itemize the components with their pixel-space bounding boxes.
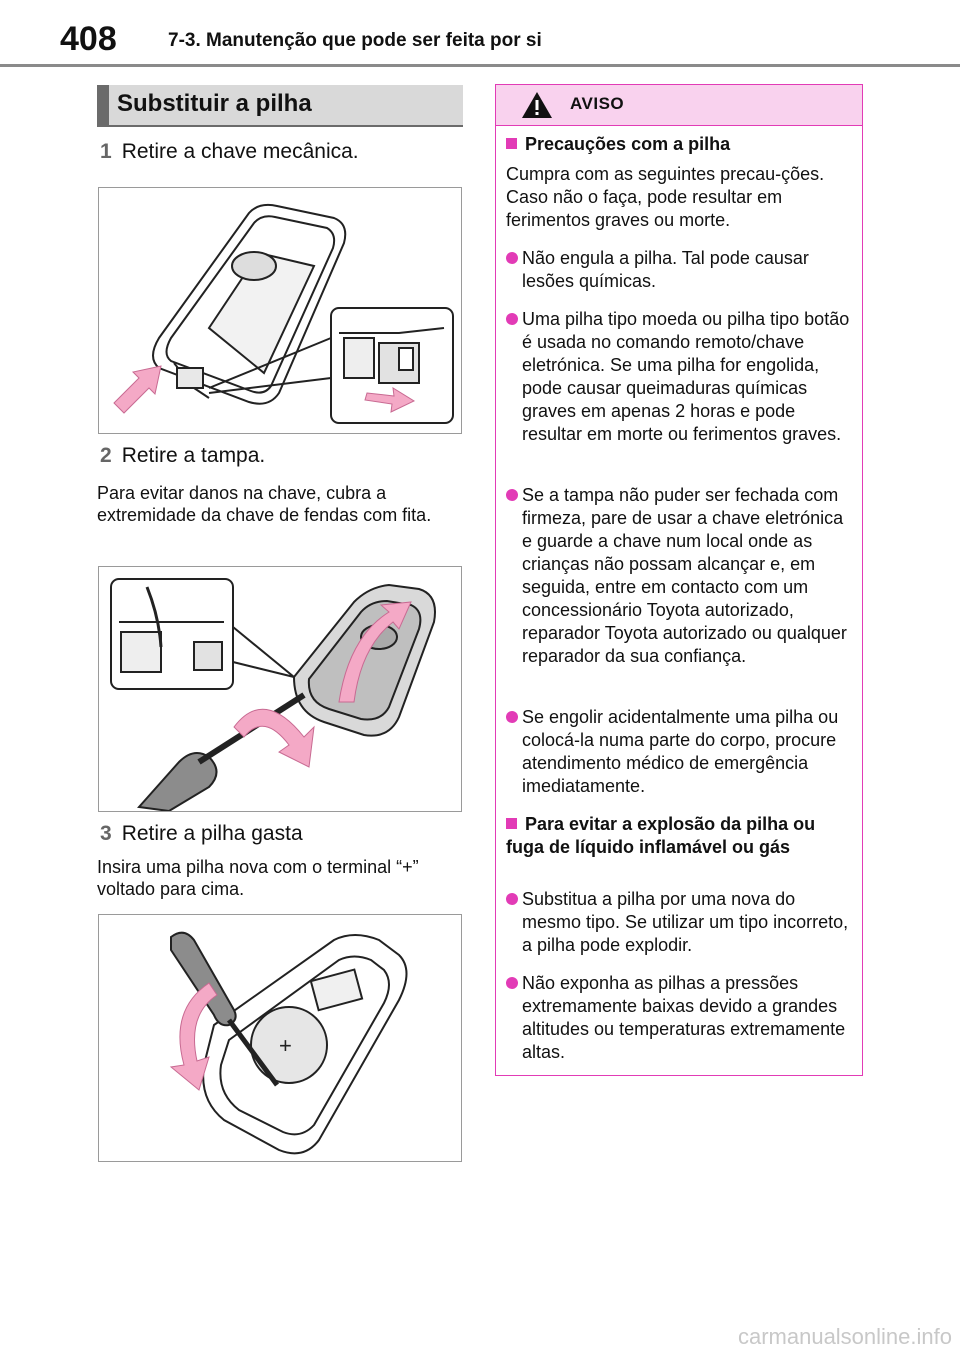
bullet-dot-icon bbox=[506, 489, 518, 501]
step-number: 2 bbox=[100, 444, 112, 467]
warning-subheading-2: Para evitar a explosão da pilha ou fuga … bbox=[506, 814, 816, 857]
bullet-dot-icon bbox=[506, 313, 518, 325]
key-fob-illustration bbox=[202, 934, 408, 1155]
screwdriver-illustration bbox=[137, 692, 306, 811]
step-3: 3 Retire a pilha gasta bbox=[100, 822, 303, 846]
step-text: Retire a pilha gasta bbox=[121, 822, 303, 845]
screwdriver-illustration bbox=[170, 931, 280, 1087]
inset-detail bbox=[330, 307, 454, 424]
bullet-dot-icon bbox=[506, 252, 518, 264]
warning-bullet: Se a tampa não puder ser fechada com fir… bbox=[506, 484, 851, 668]
step-3-note: Insira uma pilha nova com o terminal “+”… bbox=[97, 857, 419, 899]
step-number: 1 bbox=[100, 140, 112, 163]
bullet-dot-icon bbox=[506, 711, 518, 723]
pull-arrow-icon bbox=[113, 365, 162, 414]
warning-subheading-1: Precauções com a pilha bbox=[506, 133, 730, 156]
warning-box: AVISO Precauções com a pilha Cumpra com … bbox=[495, 84, 863, 1076]
pry-arrow-icon bbox=[169, 982, 218, 1091]
chapter-title: 7-3. Manutenção que pode ser feita por s… bbox=[168, 30, 542, 51]
step-text: Retire a tampa. bbox=[121, 444, 266, 467]
warning-header: AVISO bbox=[496, 85, 862, 126]
warning-bullet: Se engolir acidentalmente uma pilha ou c… bbox=[506, 706, 851, 798]
bullet-dot-icon bbox=[506, 893, 518, 905]
figure-remove-mechanical-key bbox=[98, 187, 462, 434]
warning-intro: Cumpra com as seguintes precau-ções. Cas… bbox=[506, 164, 825, 230]
step-number: 3 bbox=[100, 822, 112, 845]
step-text: Retire a chave mecânica. bbox=[121, 140, 359, 163]
warning-bullet: Uma pilha tipo moeda ou pilha tipo botão… bbox=[506, 308, 851, 446]
step-2-note: Para evitar danos na chave, cubra a extr… bbox=[97, 483, 432, 525]
page-number: 408 bbox=[60, 20, 117, 58]
rotate-arrow-icon bbox=[233, 708, 315, 768]
battery-plus-label: + bbox=[279, 1033, 292, 1058]
step-2: 2 Retire a tampa. bbox=[100, 444, 265, 468]
watermark: carmanualsonline.info bbox=[737, 1324, 952, 1349]
inset-detail bbox=[110, 578, 295, 690]
figure-remove-battery: + bbox=[98, 914, 462, 1162]
warning-bullet: Substitua a pilha por uma nova do mesmo … bbox=[506, 888, 851, 957]
bullet-dot-icon bbox=[506, 977, 518, 989]
warning-bullet: Não exponha as pilhas a pressões extrema… bbox=[506, 972, 851, 1064]
step-1: 1 Retire a chave mecânica. bbox=[100, 140, 359, 164]
square-bullet-icon bbox=[506, 138, 517, 149]
lift-arrow-icon bbox=[338, 601, 412, 703]
square-bullet-icon bbox=[506, 818, 517, 829]
coin-battery bbox=[250, 1006, 328, 1084]
header-rule bbox=[0, 64, 960, 67]
slide-arrow-icon bbox=[364, 387, 416, 413]
section-title: Substituir a pilha bbox=[117, 90, 312, 117]
key-fob-illustration bbox=[152, 203, 347, 405]
figure-remove-cover bbox=[98, 566, 462, 812]
warning-bullet: Não engula a pilha. Tal pode causar lesõ… bbox=[506, 247, 851, 293]
section-heading: Substituir a pilha bbox=[97, 85, 463, 127]
warning-title: AVISO bbox=[570, 94, 625, 113]
warning-triangle-icon bbox=[522, 92, 552, 118]
